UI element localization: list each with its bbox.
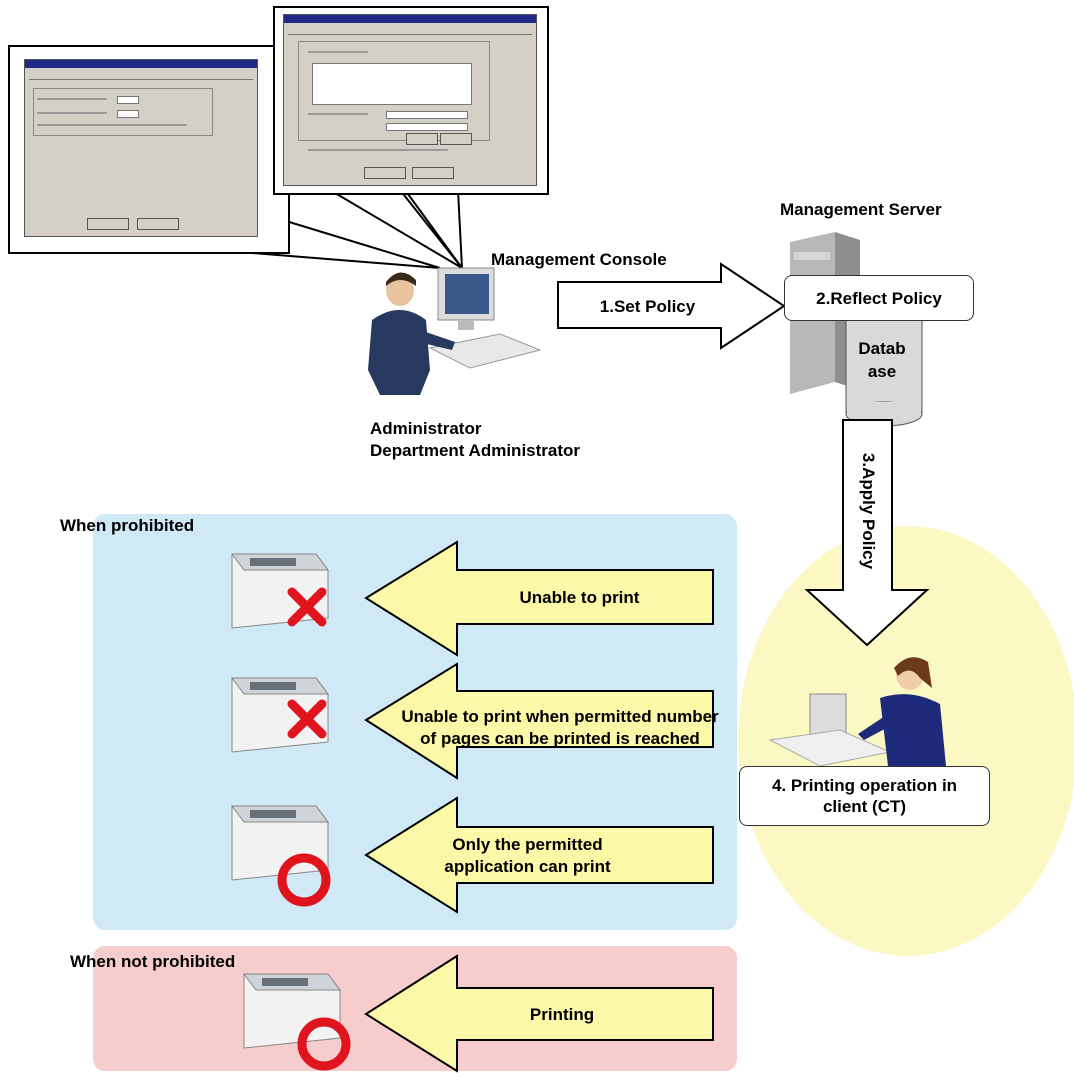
printer-icon [243, 973, 341, 1049]
printing-label: Printing [529, 1005, 595, 1024]
page-limit-arrow [364, 662, 714, 780]
administrator-person-icon [368, 272, 455, 395]
apply-policy-arrow [804, 419, 930, 647]
settings-dialog-front [283, 14, 537, 186]
management-console-label: Management Console [491, 250, 667, 269]
x-mark-icon [287, 587, 327, 627]
when-prohibited-label: When prohibited [60, 516, 195, 535]
administrator-label: Administrator Department Administrator [370, 419, 581, 460]
settings-window-back [8, 45, 290, 254]
unable-to-print-arrow [364, 540, 714, 657]
settings-window-front [273, 6, 549, 195]
printer-icon [231, 677, 329, 753]
printing-arrow [364, 954, 714, 1073]
page-limit-label: Unable to print when permitted number of… [401, 707, 719, 748]
set-policy-label: 1.Set Policy [599, 297, 696, 316]
printing-client-box: 4. Printing operation in client (CT) [739, 766, 990, 826]
settings-dialog-back [24, 59, 258, 237]
management-server-label: Management Server [780, 200, 942, 219]
set-policy-arrow [557, 262, 786, 350]
administrator-figure [368, 267, 542, 395]
unable-to-print-label: Unable to print [519, 588, 640, 607]
permitted-app-arrow [364, 796, 714, 914]
monitor-icon [428, 267, 542, 369]
client-person-icon [858, 657, 946, 766]
database-label: Datab ase [858, 339, 906, 381]
when-not-prohibited-label: When not prohibited [70, 952, 236, 971]
client-user-figure [768, 657, 946, 767]
reflect-policy-box: 2.Reflect Policy [784, 275, 974, 321]
o-mark-icon [297, 1017, 351, 1071]
permitted-app-label: Only the permitted application can print [444, 835, 611, 876]
o-mark-icon [277, 853, 331, 907]
x-mark-icon [287, 699, 327, 739]
